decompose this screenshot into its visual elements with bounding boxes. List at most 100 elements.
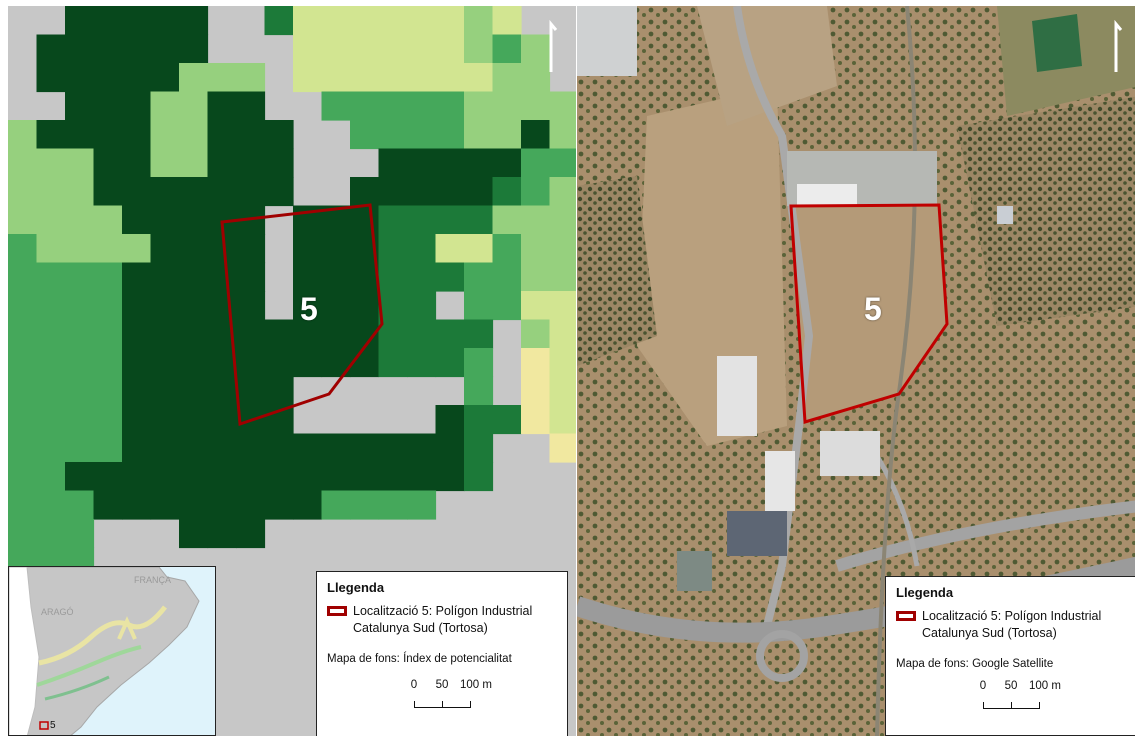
inset-label-aragon: ARAGÓ <box>41 607 74 617</box>
raster-cell <box>8 120 38 150</box>
raster-cell <box>492 234 522 264</box>
scale-bar-tick <box>470 701 471 707</box>
raster-cell <box>521 205 551 235</box>
raster-cell <box>179 63 209 93</box>
raster-cell <box>293 462 323 492</box>
raster-cell <box>179 148 209 178</box>
raster-cell <box>492 63 522 93</box>
site-5-outline <box>220 203 384 427</box>
raster-cell <box>492 262 522 292</box>
raster-cell <box>435 6 465 36</box>
raster-cell <box>36 262 66 292</box>
raster-cell <box>65 433 95 463</box>
raster-cell <box>350 348 380 378</box>
raster-cell <box>293 63 323 93</box>
raster-cell <box>8 319 38 349</box>
raster-cell <box>65 291 95 321</box>
raster-cell <box>122 205 152 235</box>
raster-cell <box>521 234 551 264</box>
raster-cell <box>264 376 294 406</box>
raster-cell <box>150 462 180 492</box>
raster-cell <box>8 376 38 406</box>
north-arrow-icon <box>1114 20 1123 72</box>
raster-cell <box>293 34 323 64</box>
raster-cell <box>65 63 95 93</box>
potential-index-map[interactable]: 5 FRANÇA ARAGÓ 5 Llegenda Localització 5… <box>8 6 576 736</box>
catalonia-outline <box>9 567 215 735</box>
raster-cell <box>350 6 380 36</box>
raster-cell <box>464 34 494 64</box>
raster-cell <box>378 148 408 178</box>
raster-cell <box>492 91 522 121</box>
raster-cell <box>36 120 66 150</box>
raster-cell <box>521 63 551 93</box>
raster-cell <box>122 462 152 492</box>
raster-cell <box>464 348 494 378</box>
raster-cell <box>8 177 38 207</box>
raster-cell <box>435 462 465 492</box>
scale-bar-line <box>983 702 1040 709</box>
raster-cell <box>378 348 408 378</box>
raster-cell <box>407 262 437 292</box>
raster-cell <box>236 462 266 492</box>
raster-cell <box>36 376 66 406</box>
inset-label-france: FRANÇA <box>134 575 172 585</box>
raster-cell <box>264 6 294 36</box>
raster-cell <box>521 262 551 292</box>
raster-cell <box>549 91 576 121</box>
raster-cell <box>150 120 180 150</box>
legend-item-line1: Localització 5: Polígon Industrial <box>922 609 1102 623</box>
basemap-note: Mapa de fons: Google Satellite <box>896 658 1054 670</box>
raster-cell <box>93 348 123 378</box>
raster-cell <box>378 234 408 264</box>
raster-cell <box>122 234 152 264</box>
raster-cell <box>492 291 522 321</box>
raster-cell <box>521 376 551 406</box>
raster-cell <box>122 405 152 435</box>
raster-cell <box>36 234 66 264</box>
raster-cell <box>549 291 576 321</box>
raster-cell <box>150 405 180 435</box>
raster-cell <box>65 262 95 292</box>
raster-cell <box>36 405 66 435</box>
raster-cell <box>321 433 351 463</box>
raster-cell <box>293 490 323 520</box>
raster-cell <box>65 519 95 549</box>
raster-cell <box>65 348 95 378</box>
raster-cell <box>65 376 95 406</box>
raster-cell <box>93 462 123 492</box>
raster-cell <box>36 177 66 207</box>
raster-cell <box>93 177 123 207</box>
raster-cell <box>435 91 465 121</box>
raster-cell <box>65 490 95 520</box>
raster-cell <box>179 234 209 264</box>
raster-cell <box>236 376 266 406</box>
scale-label-50: 50 <box>435 679 449 691</box>
raster-cell <box>549 148 576 178</box>
raster-cell <box>122 120 152 150</box>
raster-cell <box>407 291 437 321</box>
raster-cell <box>236 91 266 121</box>
raster-cell <box>264 148 294 178</box>
satellite-map[interactable]: 5 Llegenda Localització 5: Polígon Indus… <box>577 6 1135 736</box>
raster-cell <box>378 462 408 492</box>
raster-cell <box>492 405 522 435</box>
raster-cell <box>407 433 437 463</box>
raster-cell <box>179 519 209 549</box>
raster-cell <box>264 433 294 463</box>
north-arrow-icon <box>549 20 558 72</box>
raster-cell <box>8 405 38 435</box>
raster-cells <box>8 6 576 606</box>
raster-cell <box>93 319 123 349</box>
raster-cell <box>122 177 152 207</box>
raster-cell <box>350 291 380 321</box>
raster-cell <box>321 262 351 292</box>
raster-cell <box>435 177 465 207</box>
site-5-outline <box>789 203 949 424</box>
raster-cell <box>264 490 294 520</box>
site-number-label: 5 <box>300 291 318 327</box>
raster-cell <box>350 490 380 520</box>
site-number-label: 5 <box>864 291 882 327</box>
legend-item-line1: Localització 5: Polígon Industrial <box>353 604 533 618</box>
raster-cell <box>236 348 266 378</box>
